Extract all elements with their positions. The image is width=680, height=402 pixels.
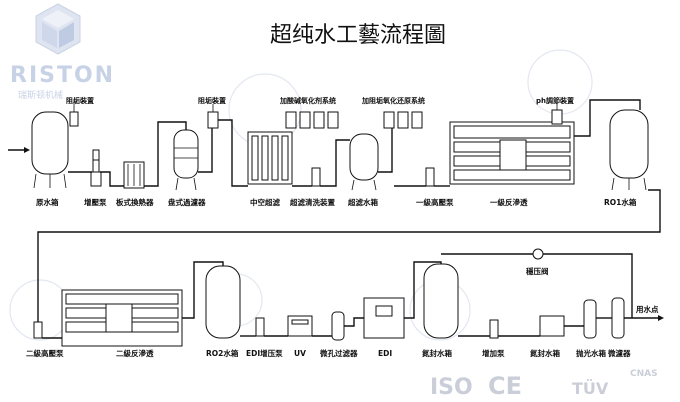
- label-fine-filter: 微濾器: [607, 348, 631, 358]
- riston-logo: RISTON 瑞斯顿机械: [10, 3, 115, 101]
- tuv-mark: TÜV: [572, 379, 609, 398]
- label-micro-filter: 微孔过滤器: [319, 348, 358, 358]
- label-raw-tank: 原水箱: [36, 197, 59, 207]
- label-edi: EDI: [378, 349, 392, 358]
- label-ro-1: 一級反滲透: [490, 197, 528, 207]
- use-point-arrow: [624, 315, 664, 321]
- certification-marks: ISO CE TÜV CNAS: [430, 369, 658, 400]
- n2-sealed-tank: [423, 263, 459, 339]
- label-pump-2: 二級高壓泵: [26, 348, 64, 358]
- ce-mark: CE: [488, 372, 522, 400]
- raw-water-tank: [31, 111, 69, 189]
- logo-subtitle: 瑞斯顿机械: [18, 89, 63, 101]
- label-pressure-valve: 穩压阀: [526, 266, 549, 276]
- label-ro2-tank: RO2水箱: [206, 348, 239, 358]
- label-ph-regulator: ph調節裝置: [536, 96, 574, 105]
- edi-module: [363, 297, 405, 339]
- label-booster-pump: 增壓泵: [84, 197, 107, 207]
- ro-1-skid: [449, 121, 575, 185]
- reducing-dosing: [383, 111, 423, 129]
- page-title: 超纯水工藝流程圖: [270, 23, 446, 48]
- label-ph-top: 阻垢裝置: [66, 96, 94, 105]
- acid-base-dosing: [285, 111, 339, 129]
- row1-pipes: [37, 99, 661, 324]
- pressure-valve: [532, 248, 544, 260]
- logo-brand: RISTON: [10, 63, 115, 88]
- row2-pipes: [42, 253, 633, 339]
- label-polish-filter: 抛光水箱: [576, 348, 606, 358]
- add-pump: [489, 319, 499, 339]
- label-uv: UV: [294, 349, 306, 358]
- edi-booster-pump: [255, 317, 265, 337]
- ro1-water-tank: [609, 109, 649, 191]
- ph-regulator: [551, 102, 563, 125]
- fine-filter: [611, 297, 625, 339]
- label-ro-2: 二級反滲透: [116, 348, 154, 358]
- label-multimedia-filter: 盘式過濾器: [168, 197, 206, 207]
- ro2-water-tank: [205, 265, 241, 339]
- n2-sealed-tank-2: [539, 315, 565, 337]
- label-reducing-dosing: 加阻垢氧化还原系统: [361, 96, 425, 105]
- scale-inhibitor-device: [207, 104, 219, 129]
- label-scale-inhibitor: 阻垢裝置: [198, 96, 226, 105]
- label-ro1-tank: RO1水箱: [604, 197, 637, 207]
- uv-sterilizer: [287, 315, 313, 337]
- inlet-arrow: [8, 147, 30, 153]
- booster-pump-1: [90, 149, 102, 187]
- label-pump-1: 一級高壓泵: [416, 197, 454, 207]
- label-uf-backwash: 超滤清洗装置: [289, 197, 335, 207]
- ro-2-skid: [61, 289, 183, 347]
- label-n2-tank: 氮封水箱: [422, 348, 452, 358]
- label-n2-tank-2: 氮封水箱: [530, 348, 560, 358]
- cnas-mark: CNAS: [630, 369, 658, 379]
- plate-heat-exchanger: [123, 161, 145, 189]
- label-acid-base-dosing: 加酸碱氧化剂系统: [279, 96, 336, 105]
- uf-water-tank: [349, 133, 379, 191]
- hollow-fiber-uf: [247, 131, 293, 185]
- label-add-pump: 增加泵: [482, 348, 505, 358]
- label-use-point: 用水点: [636, 304, 659, 314]
- label-edi-pump: EDI增压泵: [246, 348, 283, 358]
- level-device-1: [69, 100, 79, 127]
- micro-filter: [331, 311, 345, 341]
- multimedia-filter: [173, 129, 199, 191]
- high-pressure-pump-2: [33, 321, 43, 339]
- label-heat-exchanger: 板式換熱器: [116, 197, 154, 207]
- label-hollow-fiber: 中空超滤: [250, 197, 280, 207]
- label-uf-tank: 超滤水箱: [347, 197, 378, 207]
- iso-mark: ISO: [430, 375, 473, 400]
- high-pressure-pump-1: [425, 167, 435, 187]
- polish-filter: [583, 299, 597, 339]
- uf-backwash-pump: [311, 167, 321, 187]
